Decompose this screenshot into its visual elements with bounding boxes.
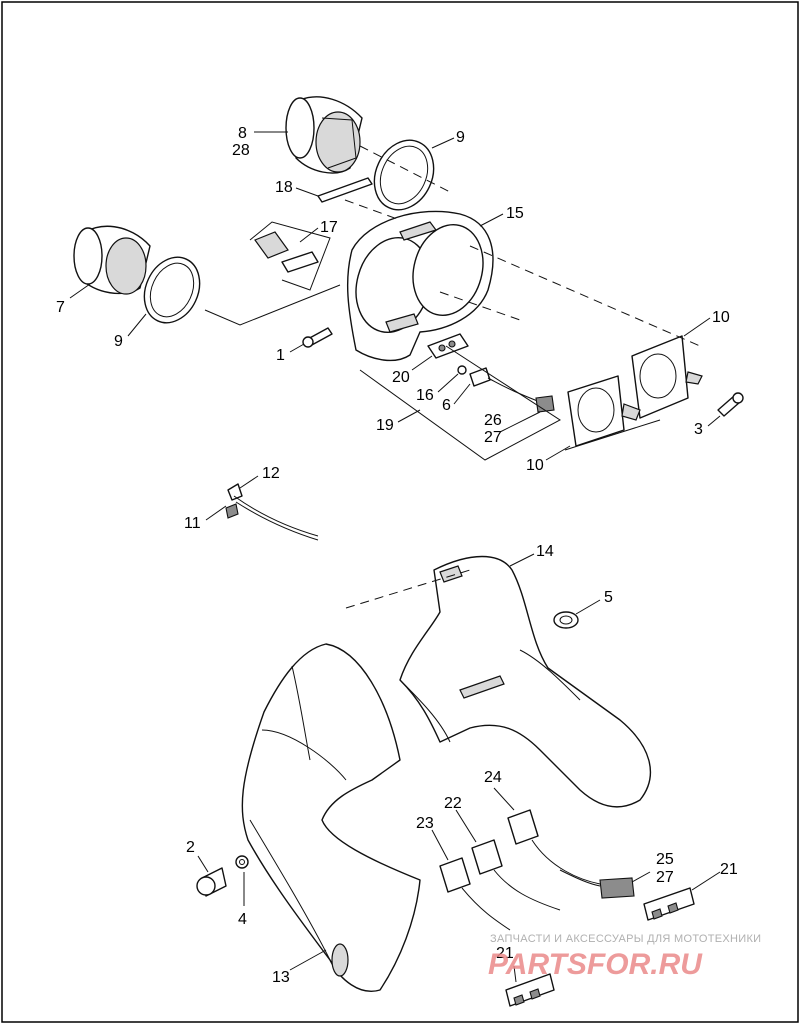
alignment-line-1 — [359, 145, 451, 193]
watermark: ЗАПЧАСТИ И АКСЕССУАРЫ ДЛЯ МОТОТЕХНИКИ PA… — [488, 933, 761, 981]
part-21-clip-upper — [643, 887, 695, 921]
part-9-ring-lower — [143, 256, 201, 324]
callout-21-upper: 21 — [720, 861, 738, 878]
part-13-lower-fairing — [241, 643, 421, 992]
part-8-gauge-housing — [285, 96, 363, 174]
part-18-strip — [317, 177, 373, 203]
callout-10-left: 10 — [526, 457, 544, 474]
callout-9-upper: 9 — [456, 129, 465, 146]
part-1-screw — [302, 327, 333, 348]
group-bracket-19 — [359, 345, 561, 461]
callout-14: 14 — [536, 543, 554, 560]
part-17-clip — [249, 221, 331, 291]
part-7-gauge-housing — [73, 225, 151, 295]
callout-16: 16 — [416, 387, 434, 404]
part-2-screw — [196, 867, 227, 897]
callout-9-lower: 9 — [114, 333, 123, 350]
callout-7: 7 — [56, 299, 65, 316]
callout-21-lower: 21 — [496, 945, 514, 962]
callout-27-lower: 27 — [656, 869, 674, 886]
part-22-switch — [471, 839, 561, 911]
callout-6: 6 — [442, 397, 451, 414]
callout-2: 2 — [186, 839, 195, 856]
callout-10-right: 10 — [712, 309, 730, 326]
part-23-switch — [439, 857, 511, 931]
callout-8: 8 — [238, 125, 247, 142]
callout-23: 23 — [416, 815, 434, 832]
part-14-fairing-cover — [399, 555, 652, 808]
callout-27-upper: 27 — [484, 429, 502, 446]
group-bracket-10 — [564, 419, 661, 451]
part-11-wire-lead — [225, 483, 319, 541]
part-21-clip-lower — [505, 973, 555, 1007]
part-3-bolt — [717, 392, 744, 417]
watermark-logo: PARTSFOR.RU — [488, 948, 703, 981]
part-4-washer — [235, 855, 249, 869]
callout-labels: 8 28 9 18 15 17 7 9 1 20 16 6 19 26 27 1… — [56, 125, 738, 986]
watermark-tagline: ЗАПЧАСТИ И АКСЕССУАРЫ ДЛЯ МОТОТЕХНИКИ — [490, 933, 761, 945]
callout-20: 20 — [392, 369, 410, 386]
callout-24: 24 — [484, 769, 502, 786]
callout-13: 13 — [272, 969, 290, 986]
callout-25: 25 — [656, 851, 674, 868]
alignment-line-4 — [344, 199, 401, 221]
callout-5: 5 — [604, 589, 613, 606]
callout-19: 19 — [376, 417, 394, 434]
callout-12: 12 — [262, 465, 280, 482]
alignment-line-2 — [469, 245, 701, 347]
callout-17: 17 — [320, 219, 338, 236]
part-15-gauge-bezel-housing — [346, 210, 494, 362]
callout-1: 1 — [276, 347, 285, 364]
callout-26: 26 — [484, 412, 502, 429]
part-10-bracket-right — [631, 335, 703, 419]
callout-11: 11 — [184, 515, 201, 532]
callout-3: 3 — [694, 421, 703, 438]
callout-4: 4 — [238, 911, 247, 928]
callout-22: 22 — [444, 795, 462, 812]
part-24-switch — [507, 809, 601, 885]
alignment-line-5 — [345, 569, 471, 609]
callout-18: 18 — [275, 179, 293, 196]
part-5-clamp — [553, 611, 579, 629]
part-25-connector — [559, 869, 635, 899]
part-6-sensor-harness — [457, 365, 555, 413]
callout-15: 15 — [506, 205, 524, 222]
part-20-connector — [427, 333, 469, 359]
leader-lines — [69, 131, 721, 983]
part-10-bracket-left — [567, 375, 641, 447]
group-bracket-17 — [204, 284, 341, 326]
callout-28: 28 — [232, 142, 250, 159]
part-9-ring-upper — [373, 139, 435, 211]
